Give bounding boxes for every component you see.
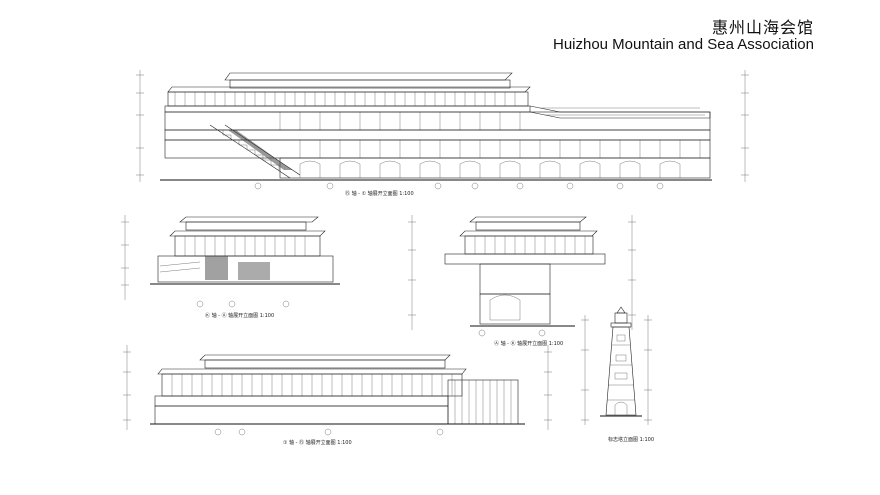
caption-main-elevation: ⑮ 轴 - ① 轴展开立面图 1:100 (345, 190, 414, 197)
caption-side-elevation: Ⓐ 轴 - Ⓚ 轴展开立面图 1:100 (494, 340, 563, 347)
lighthouse-elevation: 标志塔立面图 1:100 (581, 306, 654, 443)
project-title-english: Huizhou Mountain and Sea Association (552, 36, 814, 53)
caption-left-elevation: Ⓚ 轴 - Ⓐ 轴展开立面图 1:100 (205, 312, 274, 319)
bottom-elevation-ruler-left (123, 345, 131, 430)
project-title-chinese: 惠州山海会馆 (711, 18, 814, 37)
side-elevation-ruler-left (408, 215, 416, 330)
side-elevation: Ⓐ 轴 - Ⓚ 轴展开立面图 1:100 (408, 215, 636, 347)
lighthouse-ruler-right (644, 315, 652, 425)
right-level-ruler (741, 70, 749, 182)
caption-lighthouse: 标志塔立面图 1:100 (608, 436, 654, 443)
main-elevation: ⑮ 轴 - ① 轴展开立面图 1:100 (136, 70, 749, 197)
caption-bottom-elevation: ① 轴 - ⑮ 轴展开立面图 1:100 (283, 439, 352, 446)
left-elevation: Ⓚ 轴 - Ⓐ 轴展开立面图 1:100 (121, 215, 340, 319)
left-level-ruler (136, 70, 144, 182)
bottom-elevation: ① 轴 - ⑮ 轴展开立面图 1:100 (123, 345, 552, 446)
lighthouse-ruler-left (581, 315, 589, 425)
side-elevation-ruler-right (628, 215, 636, 330)
left-elevation-ruler (121, 215, 129, 300)
bottom-elevation-ruler-right (544, 345, 552, 430)
